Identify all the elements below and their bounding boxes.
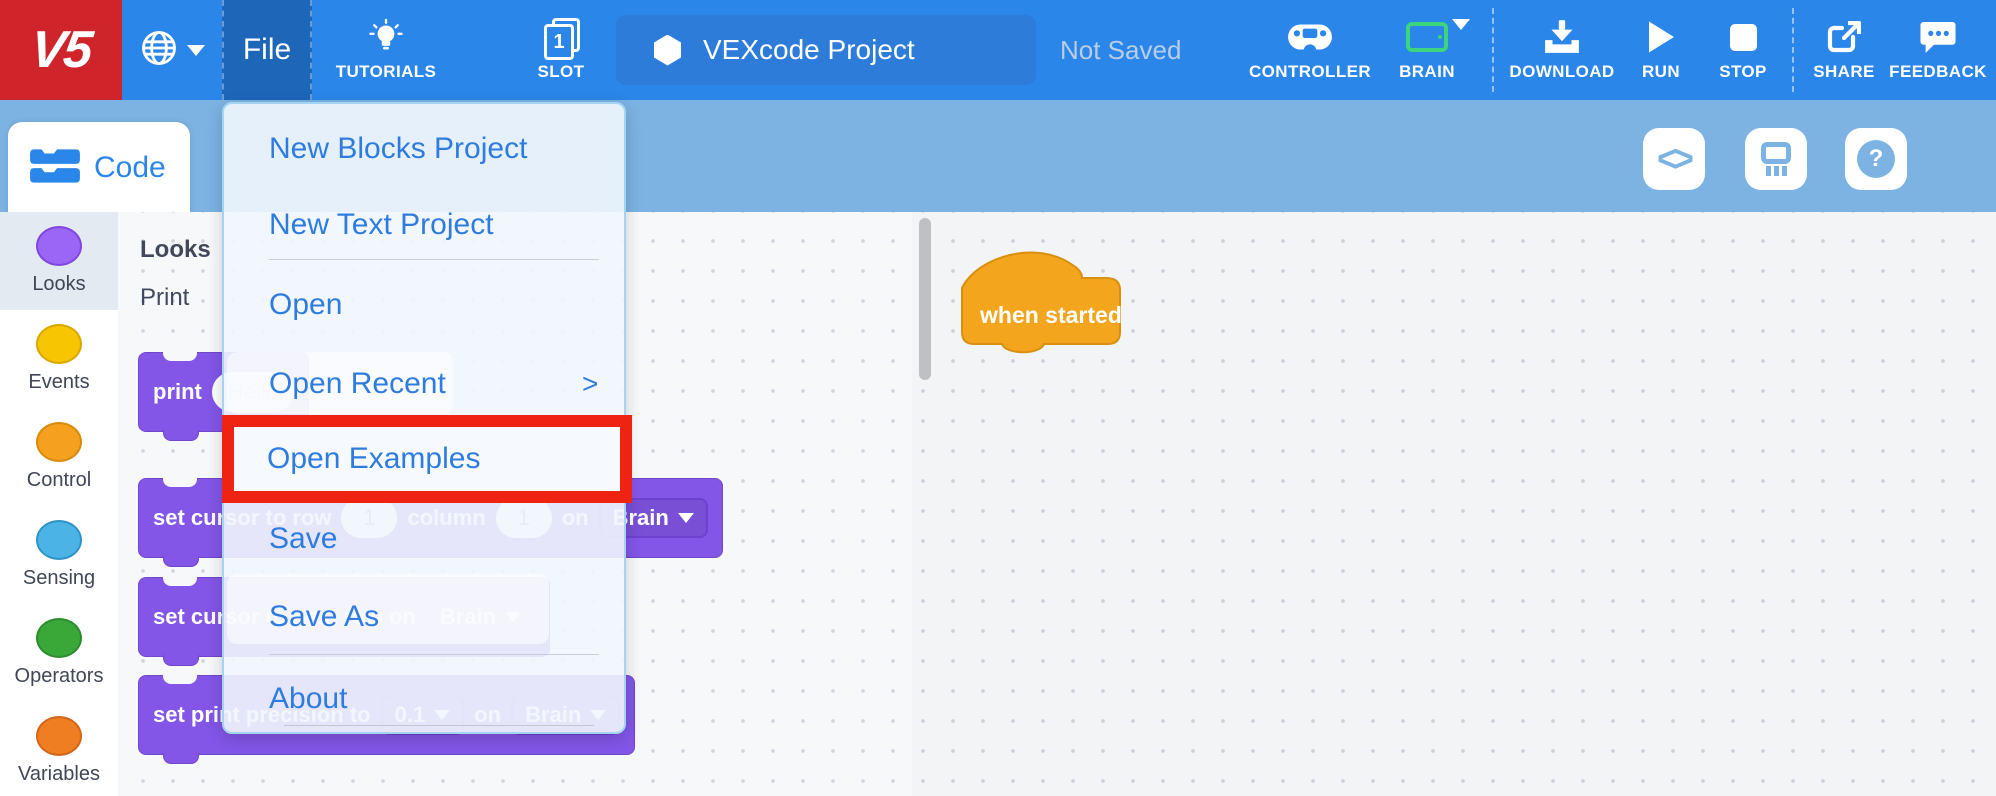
run-icon [1646, 18, 1676, 56]
feedback-icon [1919, 18, 1957, 56]
menu-item-open[interactable]: Open [269, 288, 343, 321]
menu-item-new-blocks-project[interactable]: New Blocks Project [269, 132, 528, 165]
sidebar-item-control[interactable]: Control [0, 408, 118, 506]
vex-v5-logo: V5 [0, 0, 122, 100]
palette-group-title: Print [140, 284, 190, 311]
stop-icon [1729, 18, 1757, 56]
sidebar-item-label: Events [28, 371, 90, 393]
toolbar-divider [1792, 8, 1794, 92]
sensing-category-icon [36, 520, 82, 560]
block-when-started[interactable] [956, 246, 1128, 358]
download-icon [1543, 18, 1581, 56]
save-status: Not Saved [1060, 34, 1182, 65]
tab-code[interactable]: Code [8, 122, 190, 214]
sidebar-item-events[interactable]: Events [0, 310, 118, 408]
menu-row-highlight [227, 352, 453, 414]
slot-number: 1 [544, 24, 574, 60]
code-brackets-icon: <> [1657, 137, 1694, 180]
controller-label: CONTROLLER [1248, 62, 1372, 81]
block-label: print [153, 379, 202, 404]
language-button[interactable] [122, 0, 222, 100]
project-name: VEXcode Project [703, 34, 915, 65]
slot-label: SLOT [537, 62, 585, 81]
stop-label: STOP [1719, 62, 1767, 81]
slot-icon: 1 [544, 18, 580, 60]
chevron-down-icon [677, 513, 694, 523]
brain-chevron-down-icon[interactable] [1452, 19, 1470, 48]
download-label: DOWNLOAD [1509, 62, 1615, 81]
menu-divider [269, 654, 599, 655]
file-menu-button[interactable]: File [222, 0, 312, 100]
blocks-icon [28, 145, 82, 192]
feedback-label: FEEDBACK [1889, 62, 1987, 81]
sidebar-item-label: Sensing [22, 567, 96, 589]
palette-scrollbar[interactable] [919, 218, 931, 380]
share-icon [1827, 18, 1861, 56]
brain-icon [1406, 18, 1448, 56]
toolbar-divider [1492, 8, 1494, 92]
palette-section-title: Looks [140, 236, 211, 263]
sidebar-item-label: Looks [32, 273, 86, 295]
print-console-button[interactable] [1745, 128, 1807, 190]
stop-button[interactable]: STOP [1705, 0, 1781, 100]
sidebar-item-label: Operators [14, 665, 104, 687]
sidebar-item-looks[interactable]: Looks [0, 212, 118, 310]
run-button[interactable]: RUN [1629, 0, 1693, 100]
sidebar-item-sensing[interactable]: Sensing [0, 506, 118, 604]
menu-item-about[interactable]: About [269, 682, 348, 715]
hat-block-shape [961, 251, 1121, 354]
top-toolbar: V5 File TUTORIALS 1 [0, 0, 1996, 100]
chevron-down-icon [187, 44, 205, 56]
vex-v5-logo-text: V5 [28, 21, 94, 79]
tutorials-label: TUTORIALS [335, 62, 437, 81]
brain-label: BRAIN [1399, 62, 1455, 81]
menu-divider [269, 259, 599, 260]
download-button[interactable]: DOWNLOAD [1502, 0, 1622, 100]
feedback-button[interactable]: FEEDBACK [1886, 0, 1990, 100]
category-sidebar: Looks Events Control Sensing Operators V… [0, 212, 118, 796]
lightbulb-icon [367, 18, 405, 56]
menu-item-new-text-project[interactable]: New Text Project [269, 208, 494, 241]
menu-item-save[interactable]: Save [269, 522, 338, 555]
file-menu-label: File [242, 33, 292, 66]
sidebar-item-operators[interactable]: Operators [0, 604, 118, 702]
tab-code-label: Code [94, 151, 166, 184]
brain-button[interactable]: BRAIN [1385, 0, 1469, 100]
run-label: RUN [1641, 62, 1681, 81]
slot-button[interactable]: 1 SLOT [520, 0, 602, 100]
menu-item-open-recent[interactable]: Open Recent [269, 367, 446, 400]
submenu-arrow-icon: > [582, 368, 599, 399]
menu-divider [284, 725, 594, 726]
menu-row-highlight [227, 574, 549, 644]
print-console-icon [1759, 142, 1793, 176]
controller-button[interactable]: CONTROLLER [1245, 0, 1375, 100]
control-category-icon [36, 422, 82, 462]
open-examples-highlight-box: Open Examples [222, 415, 632, 503]
operators-category-icon [36, 618, 82, 658]
help-button[interactable]: ? [1845, 128, 1907, 190]
share-label: SHARE [1813, 62, 1875, 81]
variables-category-icon [36, 716, 82, 756]
when-started-label: when started [980, 302, 1122, 328]
menu-item-save-as[interactable]: Save As [269, 600, 380, 633]
controller-icon [1287, 18, 1333, 56]
sidebar-item-variables[interactable]: Variables [0, 702, 118, 796]
project-name-button[interactable]: VEXcode Project [616, 15, 1036, 85]
globe-icon [139, 28, 179, 73]
events-category-icon [36, 324, 82, 364]
file-menu-dropdown: New Blocks Project New Text Project Open… [222, 102, 632, 734]
question-mark-icon: ? [1857, 140, 1895, 178]
hexagon-icon [654, 34, 681, 66]
share-button[interactable]: SHARE [1808, 0, 1880, 100]
code-viewer-button[interactable]: <> [1643, 128, 1705, 190]
looks-category-icon [36, 226, 82, 266]
sidebar-item-label: Control [26, 469, 92, 491]
tutorials-button[interactable]: TUTORIALS [330, 0, 442, 100]
sidebar-item-label: Variables [18, 763, 100, 785]
menu-item-open-examples[interactable]: Open Examples [267, 442, 481, 475]
